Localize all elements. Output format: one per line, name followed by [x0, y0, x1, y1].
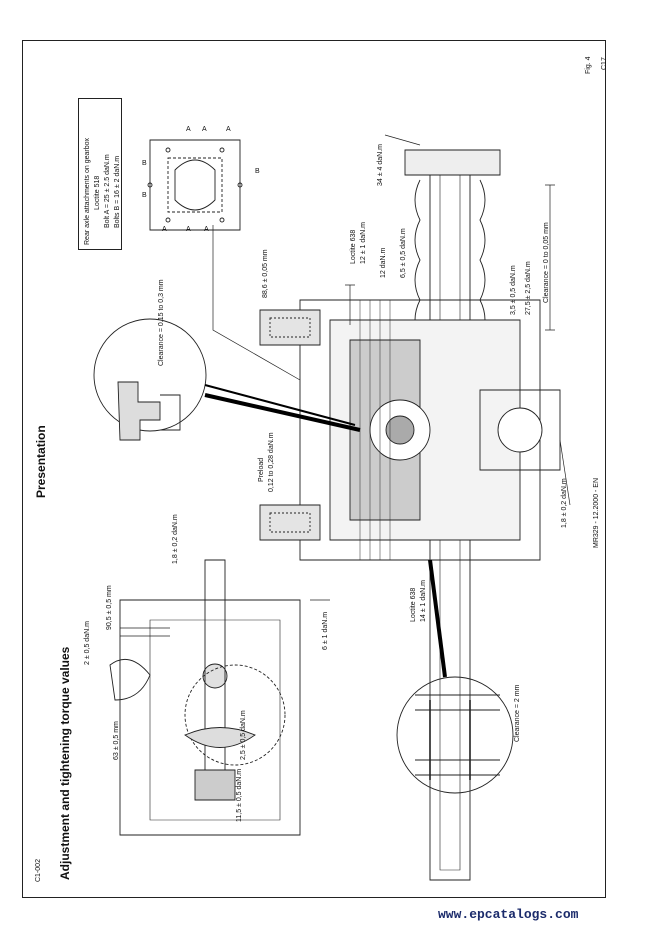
torque-6-1: 6 ± 1 daN.m [322, 611, 329, 650]
page-frame [22, 40, 606, 898]
torque-34: 34 ± 4 daN.m [377, 144, 384, 186]
bolt-label-a: A [202, 126, 207, 133]
torque-12-1: 12 ± 1 daN.m [360, 222, 367, 264]
preload-label: Preload [258, 457, 265, 482]
note-line-1: Rear axle attachments on gearbox [84, 137, 91, 245]
clearance-0-005: Clearance = 0 to 0,05 mm [543, 222, 550, 303]
bolt-label-b: B [142, 160, 147, 167]
clearance-015-03: Clearance = 0.15 to 0,3 mm [158, 279, 165, 366]
preload-value: 0,12 to 0,28 daN.m [268, 432, 275, 492]
torque-3-5: 3,5 ± 0,5 daN.m [510, 265, 517, 315]
document-code: MR329 - 12.2000 - EN [593, 477, 600, 548]
loctite-638-bottom: Loctite 638 [410, 587, 417, 622]
bolt-label-a: A [186, 126, 191, 133]
bolt-label-b: B [142, 192, 147, 199]
torque-14-1: 14 ± 1 daN.m [420, 580, 427, 622]
torque-12: 12 daN.m [380, 247, 387, 278]
bolt-label-b: B [255, 168, 260, 175]
bolt-label-a: A [226, 126, 231, 133]
torque-1-8-left: 1,8 ± 0,2 daN.m [172, 514, 179, 564]
torque-1-8-right: 1,8 ± 0,2 daN.m [561, 478, 568, 528]
note-line-3: Bolt A = 25 ± 2.5 daN.m [104, 154, 111, 228]
note-line-2: Loctite 518 [94, 175, 101, 210]
torque-27-5: 27,5 ± 2,5 daN.m [525, 261, 532, 315]
dimension-63: 63 ± 0,5 mm [113, 721, 120, 760]
bolt-label-a: A [186, 226, 191, 233]
bolt-label-a: A [204, 226, 209, 233]
torque-11-5: 11,5 ± 0,5 daN.m [236, 768, 243, 822]
dimension-88-6: 88,6 ± 0,05 mm [262, 249, 269, 298]
torque-6-5: 6,5 ± 0,5 daN.m [400, 228, 407, 278]
loctite-638-top: Loctite 638 [350, 229, 357, 264]
torque-2-0-5: 2 ± 0,5 daN.m [84, 621, 91, 665]
rear-axle-note [78, 98, 122, 250]
section-title: Presentation [34, 425, 48, 498]
page-number: C17 [601, 57, 608, 70]
page-title: Adjustment and tightening torque values [58, 646, 72, 880]
torque-2-5: 2,5 ± 0,5 daN.m [240, 710, 247, 760]
dimension-90-5: 90,5 ± 0,5 mm [106, 585, 113, 630]
bolt-label-a: A [162, 226, 167, 233]
note-line-4: Bolts B = 16 ± 2 daN.m [114, 155, 121, 228]
watermark-link[interactable]: www.epcatalogs.com [438, 907, 579, 922]
clearance-2mm: Clearance = 2 mm [514, 684, 521, 742]
drawing-reference: C1-002 [35, 859, 42, 882]
figure-label: Fig. 4 [585, 56, 592, 74]
